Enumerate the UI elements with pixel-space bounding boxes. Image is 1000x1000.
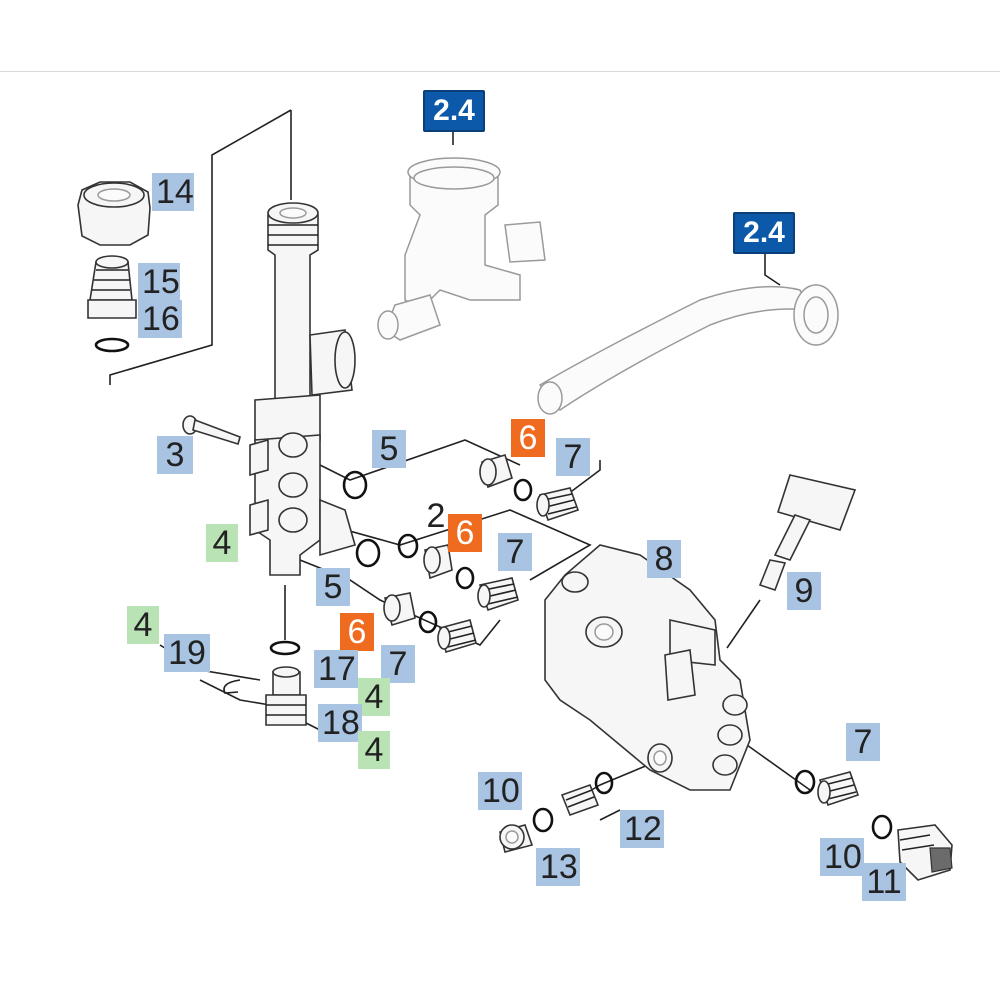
top-divider xyxy=(0,71,1000,72)
part-17-o-ring xyxy=(269,640,301,656)
part-10-o-ring-b xyxy=(871,814,893,840)
part-12-valve xyxy=(560,771,614,817)
label-9: 9 xyxy=(787,572,821,610)
label-15: 15 xyxy=(138,263,180,301)
label-7-c: 7 xyxy=(381,645,415,683)
label-7-d: 7 xyxy=(846,723,880,761)
label-2-4-right: 2.4 xyxy=(733,212,795,254)
part-11-plug xyxy=(897,824,953,881)
part-5-o-ring-a xyxy=(342,470,368,500)
part-5-o-ring-b xyxy=(355,538,381,568)
label-2: 2 xyxy=(426,497,446,535)
label-4-d: 4 xyxy=(358,731,390,769)
part-9-plunger xyxy=(758,474,857,592)
label-6-c: 6 xyxy=(340,613,374,651)
label-17: 17 xyxy=(314,650,358,688)
part-15-hose-nipple xyxy=(87,255,137,319)
part-16-o-ring xyxy=(94,337,130,353)
label-4-c: 4 xyxy=(358,678,390,716)
part-7-valve-a xyxy=(536,487,580,522)
part-7-valve-b xyxy=(477,577,519,612)
label-2-4-top: 2.4 xyxy=(423,90,485,132)
label-6-b: 6 xyxy=(448,514,482,552)
label-13: 13 xyxy=(536,848,580,886)
part-8-pump-housing xyxy=(544,544,751,791)
label-7-b: 7 xyxy=(498,533,532,571)
label-4-b: 4 xyxy=(127,606,159,644)
part-14-nut xyxy=(77,181,151,246)
part-6-seat-a xyxy=(479,454,533,502)
part-18-plug xyxy=(265,666,307,726)
label-18: 18 xyxy=(318,704,362,742)
label-10-b: 10 xyxy=(820,838,864,876)
label-11: 11 xyxy=(862,863,906,901)
part-2-valve-housing xyxy=(249,202,356,576)
part-7-valve-c xyxy=(437,619,477,654)
ghost-inlet-housing xyxy=(377,125,546,341)
part-6-seat-b xyxy=(423,544,475,590)
label-19: 19 xyxy=(164,634,210,672)
label-8: 8 xyxy=(647,540,681,578)
label-10-a: 10 xyxy=(478,772,522,810)
label-6-a: 6 xyxy=(511,419,545,457)
label-12: 12 xyxy=(620,810,664,848)
label-5-a: 5 xyxy=(372,430,406,468)
part-7-valve-d xyxy=(794,769,860,807)
part-3-screw xyxy=(182,415,241,446)
part-13-plug xyxy=(499,824,534,853)
part-19-clip xyxy=(223,679,241,694)
label-16: 16 xyxy=(138,300,182,338)
label-5-b: 5 xyxy=(316,568,350,606)
ghost-pipe xyxy=(537,250,839,415)
label-3: 3 xyxy=(157,436,193,474)
part-10-o-ring-a xyxy=(532,807,554,833)
label-7-a: 7 xyxy=(556,438,590,476)
label-14: 14 xyxy=(152,173,194,211)
part-6-seat-c xyxy=(383,592,438,634)
label-4-a: 4 xyxy=(206,524,238,562)
part-2-o-ring xyxy=(397,533,419,559)
